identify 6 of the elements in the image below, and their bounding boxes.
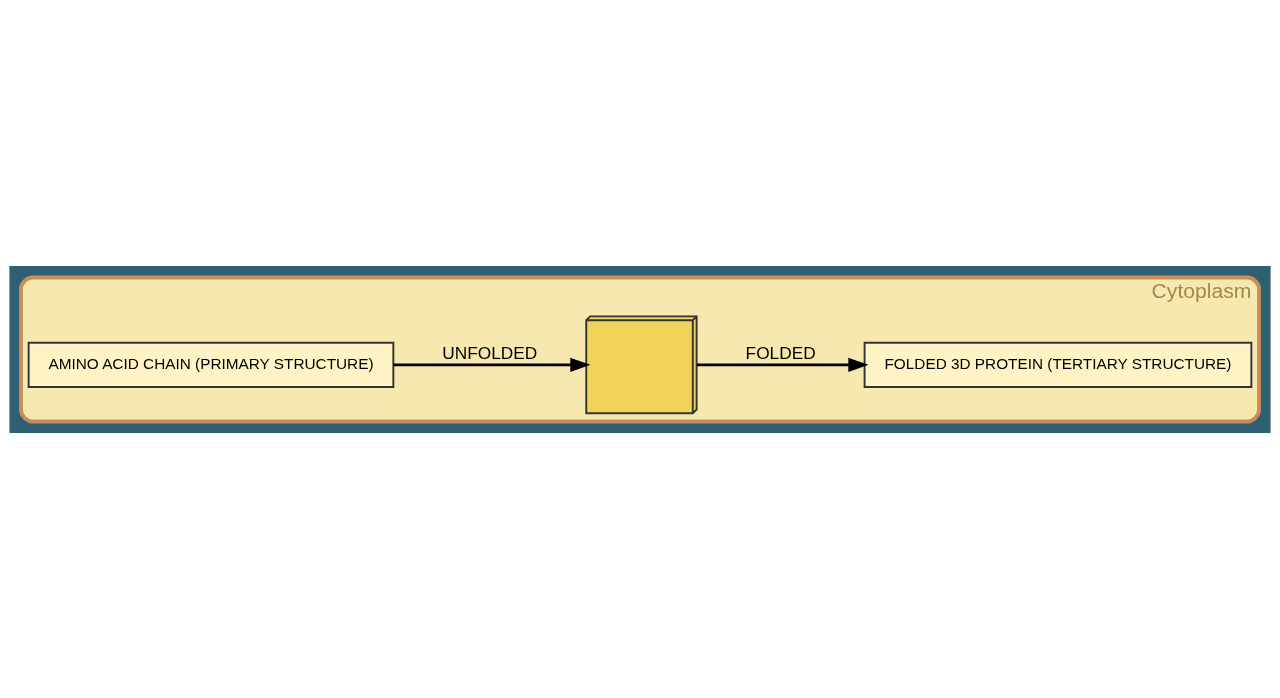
edge-label: UNFOLDED <box>442 342 538 363</box>
arrow <box>393 357 591 372</box>
node-box: AMINO ACID CHAIN (PRIMARY STRUCTURE) <box>27 341 395 388</box>
arrow <box>697 357 869 372</box>
edge-label: FOLDED <box>745 342 816 363</box>
node-box: FOLDED 3D PROTEIN (TERTIARY STRUCTURE) <box>863 341 1253 388</box>
